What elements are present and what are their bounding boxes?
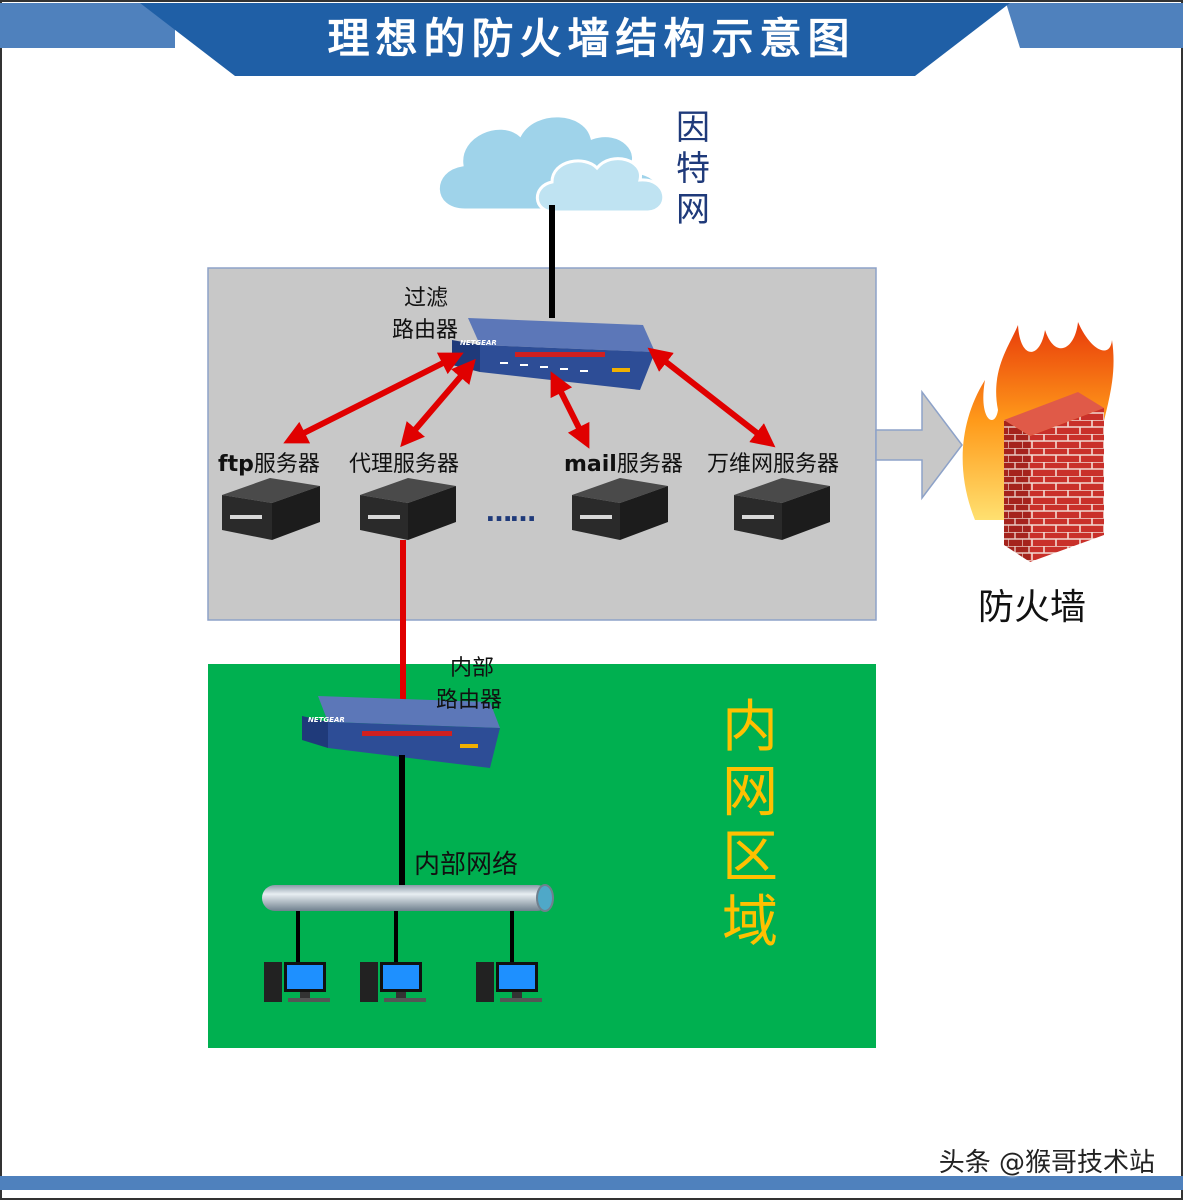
pc-icon bbox=[360, 962, 426, 1002]
web-server-label: 万维网服务器 bbox=[707, 446, 839, 478]
link-www bbox=[647, 347, 776, 448]
firewall-icon bbox=[962, 322, 1114, 562]
proxy-server-icon bbox=[360, 478, 456, 540]
intranet-zone-label: 内 网 区 域 bbox=[722, 695, 778, 956]
proxy-server-label-text: 代理服务器 bbox=[349, 452, 460, 477]
proxy-server-label: 代理服务器 bbox=[349, 446, 459, 478]
intranet-zone-char: 内 bbox=[722, 695, 778, 760]
dmz-zone bbox=[207, 267, 877, 621]
intranet-zone-char: 域 bbox=[722, 889, 778, 955]
firewall-label: 防火墙 bbox=[978, 587, 1087, 628]
internet-label-char: 因 bbox=[676, 108, 710, 148]
mail-server-label-bold: mail bbox=[564, 452, 617, 477]
footer-bar bbox=[0, 1176, 1183, 1190]
internal-router-label-line1: 内部 bbox=[450, 656, 495, 681]
intranet-zone-char: 网 bbox=[722, 759, 778, 825]
mail-server-icon bbox=[572, 478, 668, 540]
internal-network-label: 内部网络 bbox=[414, 850, 519, 880]
pc-drops bbox=[296, 911, 514, 964]
filter-router-label-line2: 路由器 bbox=[392, 318, 459, 343]
internal-router-icon: NETGEAR bbox=[302, 696, 500, 768]
internet-label-char: 特 bbox=[676, 148, 710, 189]
ftp-server-label: ftp服务器 bbox=[218, 446, 320, 478]
dmz-links bbox=[283, 347, 776, 449]
web-server-label-text: 万维网服务器 bbox=[707, 452, 840, 477]
firewall-arrow bbox=[875, 389, 963, 501]
internal-router-label-line2: 路由器 bbox=[436, 688, 503, 713]
ftp-server-label-text: 服务器 bbox=[253, 452, 320, 477]
watermark: 头条 @猴哥技术站 bbox=[938, 1148, 1155, 1178]
internet-label-char: 网 bbox=[676, 189, 710, 230]
svg-text:NETGEAR: NETGEAR bbox=[308, 716, 345, 724]
network-pipe-icon bbox=[262, 884, 554, 912]
pc-icon bbox=[476, 962, 542, 1002]
title-banner bbox=[0, 3, 1183, 76]
filter-router-icon: NETGEAR bbox=[452, 318, 655, 390]
pc-icon bbox=[264, 962, 330, 1002]
link-proxy bbox=[400, 358, 476, 448]
internet-label: 因 特 网 bbox=[676, 108, 710, 230]
diagram-title: 理想的防火墙结构示意图 bbox=[327, 14, 856, 63]
internet-cloud-icon bbox=[436, 114, 666, 214]
svg-text:NETGEAR: NETGEAR bbox=[460, 339, 497, 347]
ftp-server-label-bold: ftp bbox=[218, 452, 254, 477]
mail-server-label-text: 服务器 bbox=[616, 452, 683, 477]
web-server-icon bbox=[734, 478, 830, 540]
mail-server-label: mail服务器 bbox=[564, 446, 683, 478]
link-mail bbox=[550, 371, 590, 449]
intranet-zone-char: 区 bbox=[722, 824, 778, 890]
ftp-server-icon bbox=[222, 478, 320, 540]
filter-router-label-line1: 过滤 bbox=[404, 286, 449, 311]
more-servers-ellipsis: …… bbox=[486, 498, 536, 528]
